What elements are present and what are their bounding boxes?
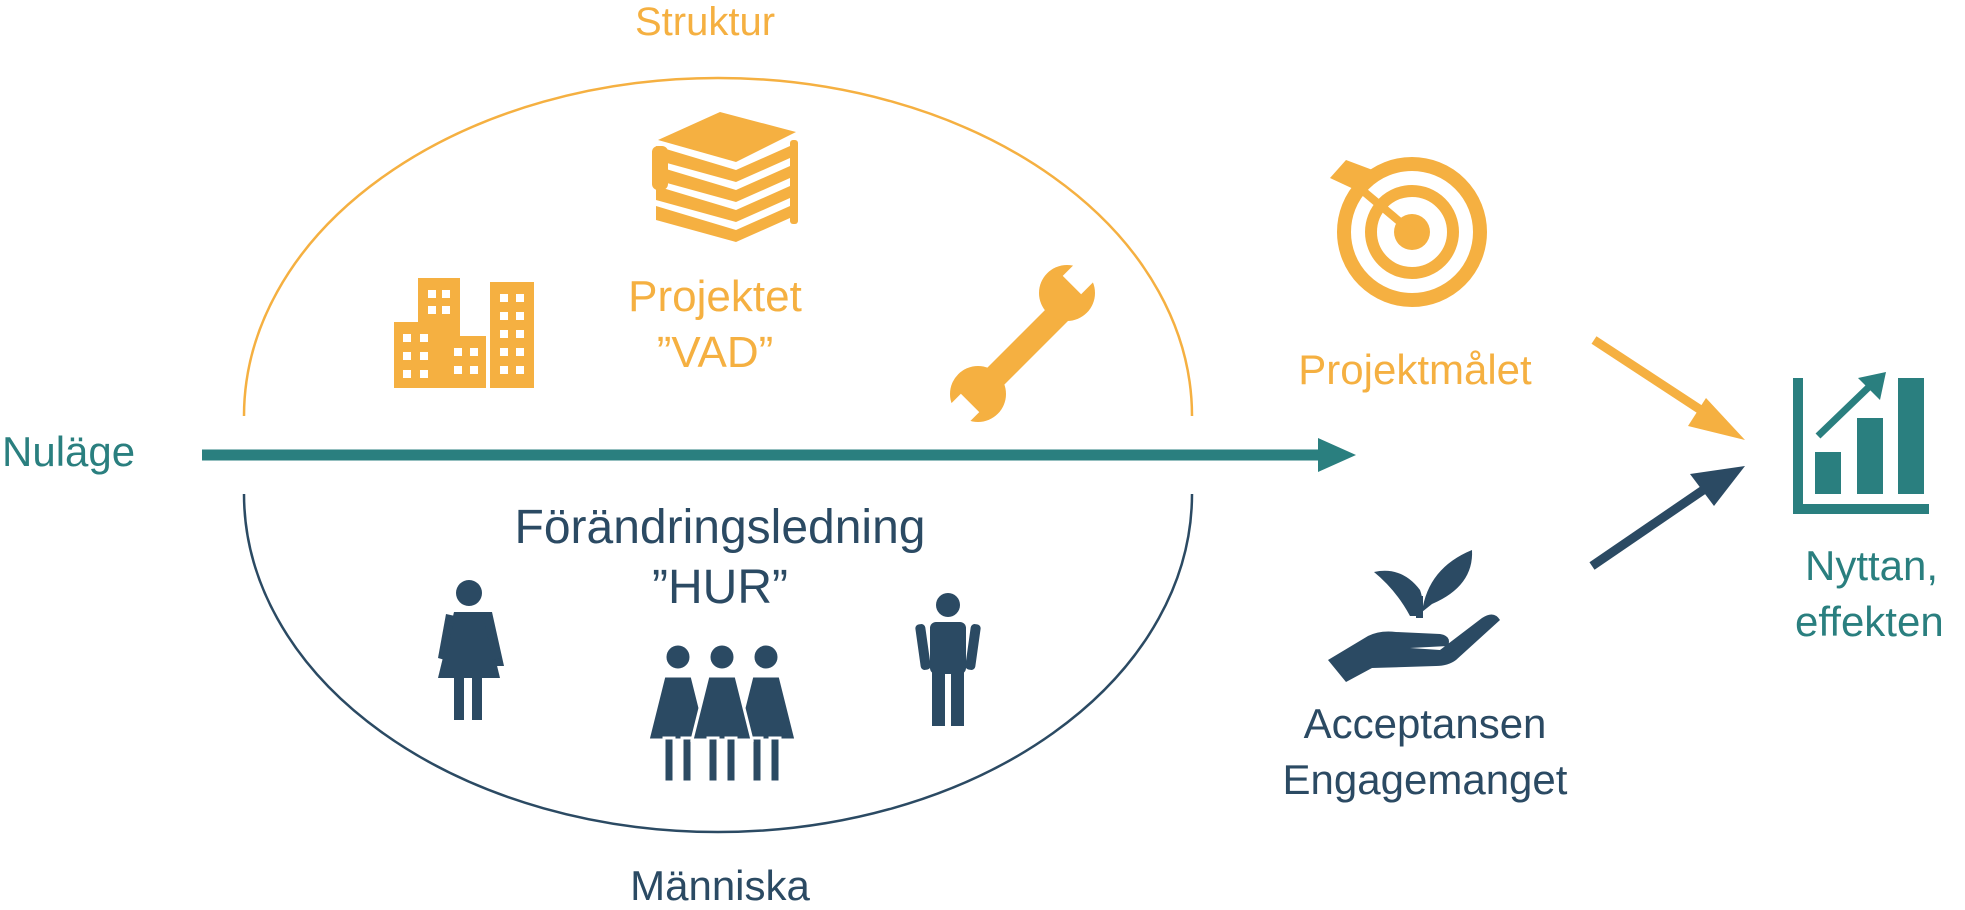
plant-in-hand-icon — [1328, 550, 1500, 682]
project-goal-label: Projektmålet — [1298, 346, 1532, 393]
woman-icon — [438, 580, 504, 720]
project-label-line2: ”VAD” — [656, 328, 774, 377]
people-arc — [242, 493, 1194, 834]
acceptance-arrow — [1589, 466, 1745, 570]
people-label: Människa — [630, 862, 810, 909]
change-management-label-line1: Förändringsledning — [514, 501, 926, 554]
benefit-label-line2: effekten — [1795, 598, 1944, 645]
buildings-icon — [394, 278, 534, 388]
man-icon — [915, 593, 981, 726]
wrench-icon — [946, 261, 1096, 427]
group-of-women-icon — [646, 642, 798, 784]
benefit-label-line1: Nyttan, — [1805, 542, 1939, 589]
goal-arrow — [1591, 336, 1745, 440]
current-state-label: Nuläge — [2, 428, 136, 475]
acceptance-label-line1: Acceptansen — [1303, 700, 1547, 747]
books-icon — [652, 112, 798, 242]
acceptance-label-line2: Engagemanget — [1282, 756, 1568, 803]
structure-label: Struktur — [634, 0, 776, 44]
change-management-label-line2: ”HUR” — [652, 561, 788, 614]
structure-arc — [242, 76, 1194, 417]
project-label-line1: Projektet — [628, 272, 802, 321]
growth-chart-icon — [1793, 372, 1929, 514]
main-arrow — [202, 438, 1356, 472]
target-icon — [1330, 157, 1487, 307]
